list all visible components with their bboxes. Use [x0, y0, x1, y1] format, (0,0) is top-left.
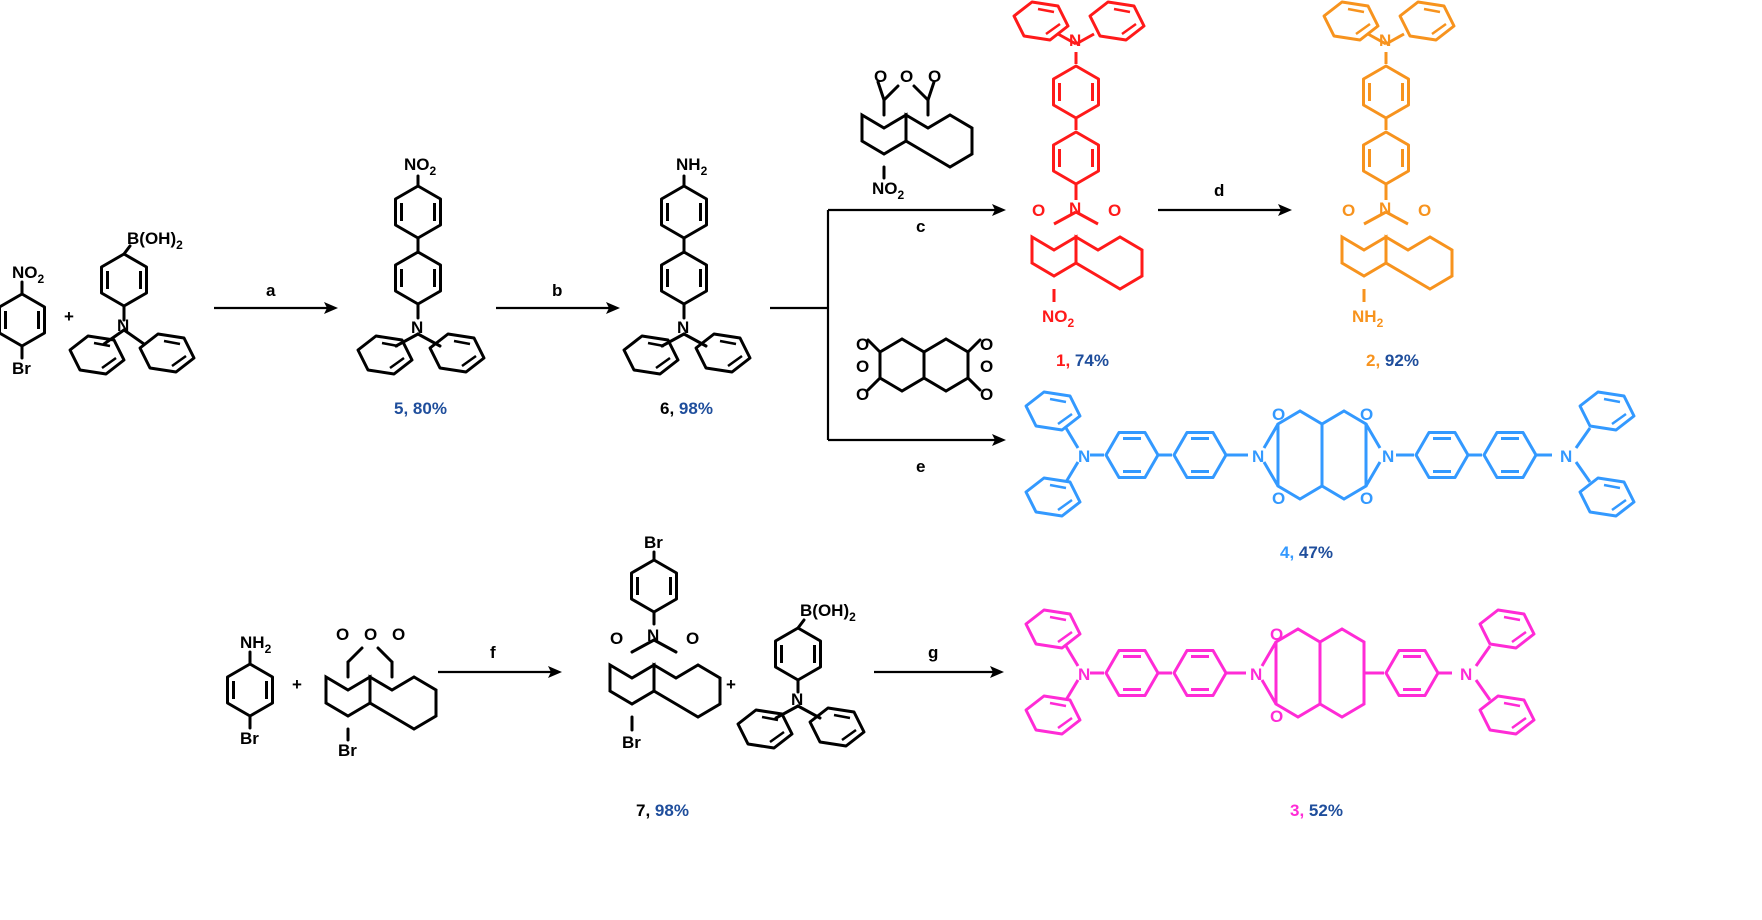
- reagent-d: d: [1214, 181, 1224, 200]
- arrow-c-head: [992, 204, 1006, 216]
- compound-4: [1024, 390, 1636, 518]
- reagent-e: e: [916, 457, 925, 476]
- yield-6: 6, 98%: [660, 399, 713, 418]
- reagent-g: g: [928, 643, 938, 662]
- anhydride-nitro: NO2: [872, 179, 905, 202]
- ntcda-o3: O: [856, 385, 869, 404]
- tpa-boronic-acid-a: [68, 244, 196, 376]
- compound-1-n-top: N: [1069, 31, 1081, 50]
- compound-3-n-imide: N: [1250, 665, 1262, 684]
- compound-2-amine: NH2: [1352, 307, 1384, 330]
- compound-7: [608, 550, 722, 732]
- anhydride-o1: O: [874, 67, 887, 86]
- reagent-f: f: [490, 643, 496, 662]
- compound-1-o-left: O: [1032, 201, 1045, 220]
- bromo-anhydride-o3: O: [392, 625, 405, 644]
- yield-7: 7, 98%: [636, 801, 689, 820]
- anhydride-o2: O: [900, 67, 913, 86]
- compound-4-n-right: N: [1560, 447, 1572, 466]
- bromo-label: Br: [12, 359, 31, 378]
- compound-5-nitro: NO2: [404, 155, 437, 178]
- compound-4-n-imide-left: N: [1252, 447, 1264, 466]
- compound-7-n: N: [647, 626, 659, 645]
- compound-2-o-left: O: [1342, 201, 1355, 220]
- yield-4: 4, 47%: [1280, 543, 1333, 562]
- arrow-f-head: [548, 666, 562, 678]
- compound-2-o-right: O: [1418, 201, 1431, 220]
- yield-1: 1, 74%: [1056, 351, 1109, 370]
- ntcda-o5: O: [980, 357, 993, 376]
- compound-7-o-right: O: [686, 629, 699, 648]
- compound-1: [1012, 0, 1146, 302]
- ntcda-o2: O: [856, 357, 869, 376]
- compound-4-o3: O: [1272, 489, 1285, 508]
- compound-6-n: N: [677, 318, 689, 337]
- n-label-g: N: [791, 690, 803, 709]
- bromo-anhydride-o2: O: [364, 625, 377, 644]
- reagent-c: c: [916, 217, 925, 236]
- nitronaphthalic-anhydride: [860, 80, 974, 180]
- boronic-label-g: B(OH)2: [800, 601, 856, 624]
- compound-2-n-imide: N: [1379, 199, 1391, 218]
- compound-6: [622, 174, 752, 376]
- arrow-b-head: [606, 302, 620, 314]
- yield-2: 2, 92%: [1366, 351, 1419, 370]
- plus-sign-2: +: [292, 675, 302, 694]
- compound-2: [1322, 0, 1456, 302]
- compound-1-n-imide: N: [1069, 199, 1081, 218]
- bromo-anhydride-br: Br: [338, 741, 357, 760]
- arrow-a-head: [324, 302, 338, 314]
- anhydride-o3: O: [928, 67, 941, 86]
- yield-3: 3, 52%: [1290, 801, 1343, 820]
- bromonaphthalic-anhydride: [324, 646, 438, 742]
- compound-6-amine: NH2: [676, 155, 708, 178]
- compound-5: [356, 174, 486, 376]
- compound-4-o2: O: [1360, 405, 1373, 424]
- compound-3: [1024, 608, 1536, 736]
- bromo-anhydride-o1: O: [336, 625, 349, 644]
- compound-3-n-right: N: [1460, 665, 1472, 684]
- reagent-a: a: [266, 281, 276, 300]
- bromoaniline-amine: NH2: [240, 633, 272, 656]
- ntcda-o1: O: [856, 335, 869, 354]
- arrow-d-head: [1278, 204, 1292, 216]
- yield-5: 5, 80%: [394, 399, 447, 418]
- compound-2-n-top: N: [1379, 31, 1391, 50]
- compound-3-n-left: N: [1078, 665, 1090, 684]
- compound-4-o4: O: [1360, 489, 1373, 508]
- boronic-label: B(OH)2: [127, 229, 183, 252]
- compound-4-n-imide-right: N: [1382, 447, 1394, 466]
- compound-4-n-left: N: [1078, 447, 1090, 466]
- compound-1-nitro: NO2: [1042, 307, 1075, 330]
- bromoaniline-br: Br: [240, 729, 259, 748]
- compound-7-br-bottom: Br: [622, 733, 641, 752]
- tpa-boronic-acid-g: [736, 618, 866, 750]
- n-label: N: [117, 316, 129, 335]
- plus-sign-3: +: [726, 675, 736, 694]
- arrow-g-head: [990, 666, 1004, 678]
- compound-4-o1: O: [1272, 405, 1285, 424]
- bromonitrobenzene: [0, 280, 46, 360]
- plus-sign: +: [64, 307, 74, 326]
- nitro-label: NO2: [12, 263, 45, 286]
- compound-3-o-top: O: [1270, 625, 1283, 644]
- compound-1-o-right: O: [1108, 201, 1121, 220]
- bromoaniline: [226, 650, 274, 730]
- ntcda-o6: O: [980, 385, 993, 404]
- arrow-e-head: [992, 434, 1006, 446]
- compound-7-br-top: Br: [644, 533, 663, 552]
- compound-5-n: N: [411, 318, 423, 337]
- compound-7-o-left: O: [610, 629, 623, 648]
- reagent-b: b: [552, 281, 562, 300]
- compound-3-o-bottom: O: [1270, 707, 1283, 726]
- ntcda-o4: O: [980, 335, 993, 354]
- naphthalene-dianhydride: [866, 337, 982, 393]
